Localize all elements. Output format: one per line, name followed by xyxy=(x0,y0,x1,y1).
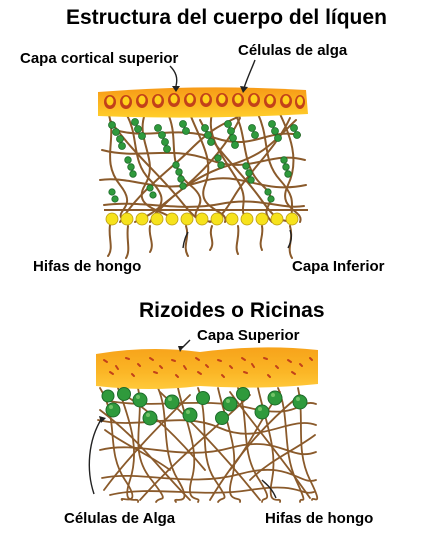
algal-cells-layer-2 xyxy=(101,387,308,426)
rhizines-cross-section xyxy=(88,339,319,503)
label-algal-cells-2: Células de Alga xyxy=(64,510,176,527)
label-upper-layer: Capa Superior xyxy=(197,327,300,344)
medulla-hyphae xyxy=(99,111,307,259)
label-lower-layer: Capa Inferior xyxy=(292,258,385,275)
upper-cortex xyxy=(98,87,308,118)
lichen-body-cross-section xyxy=(98,59,308,259)
upper-layer xyxy=(96,347,318,389)
label-pointer-heads-2 xyxy=(99,346,184,423)
label-algal-cells-1: Células de alga xyxy=(238,42,348,59)
label-fungal-hyphae-2: Hifas de hongo xyxy=(265,510,374,527)
label-pointer-heads-1 xyxy=(172,86,248,93)
label-upper-cortex: Capa cortical superior xyxy=(20,50,179,67)
label-fungal-hyphae-1: Hifas de hongo xyxy=(33,258,142,275)
diagram-1-title: Estructura del cuerpo del líquen xyxy=(66,6,387,29)
rhizine-hyphae xyxy=(97,387,319,503)
algal-cells-layer-1 xyxy=(108,118,301,203)
upper-layer-dots xyxy=(103,357,313,378)
diagram-2-title: Rizoides o Ricinas xyxy=(139,299,325,322)
label-pointers-1 xyxy=(169,59,293,249)
lower-layer xyxy=(104,209,308,226)
